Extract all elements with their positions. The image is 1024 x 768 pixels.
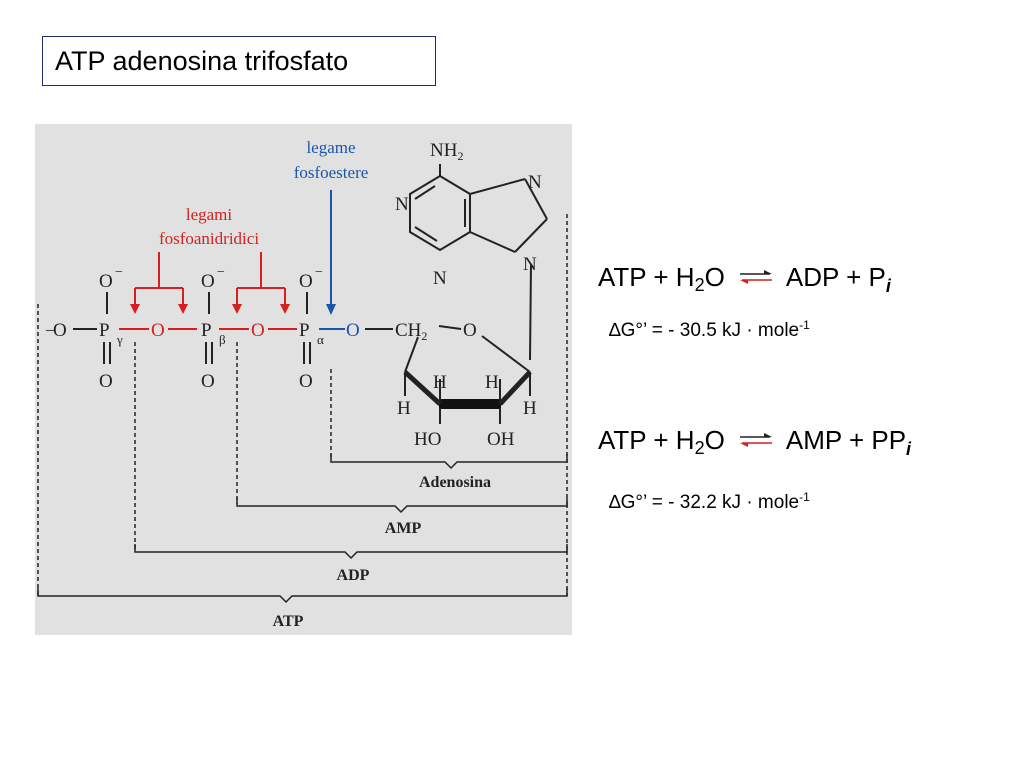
eq1-right: ADP + P xyxy=(785,262,886,292)
oh-group: OH xyxy=(487,429,515,450)
eq1-right-sub: i xyxy=(885,276,891,296)
p-beta: P xyxy=(201,320,212,341)
o-left: O xyxy=(53,320,67,341)
brackets xyxy=(37,214,568,604)
phosphate-chain: − O P γ O P β O P α O CH2 O − O − O − xyxy=(45,265,427,392)
ring-n-1: N xyxy=(395,194,409,215)
p-gamma: P xyxy=(99,320,110,341)
eq1-left: ATP + H xyxy=(598,262,695,292)
o-bottom-beta: O xyxy=(201,371,215,392)
greek-beta: β xyxy=(219,332,226,347)
label-legame: legame xyxy=(306,138,355,157)
o-red-1: O xyxy=(151,320,165,341)
o-bottom-alpha: O xyxy=(299,371,313,392)
label-fosfoanidridici: fosfoanidridici xyxy=(159,229,259,248)
greek-alpha: α xyxy=(317,332,324,347)
o-red-2: O xyxy=(251,320,265,341)
atp-structure-figure: legame fosfoestere legami fosfoanidridic… xyxy=(35,124,572,635)
ribose-ring xyxy=(403,325,532,424)
h-4: H xyxy=(523,398,537,419)
bracket-label-atp: ATP xyxy=(273,613,304,630)
atp-structure-svg: legame fosfoestere legami fosfoanidridic… xyxy=(37,138,568,630)
ring-n-9: N xyxy=(523,254,537,275)
h-2: H xyxy=(433,372,447,393)
nh2-group: NH2 xyxy=(430,140,463,163)
h-1: H xyxy=(397,398,411,419)
o-top-beta-sign: − xyxy=(217,265,225,280)
adenine-atoms: NH2 N N N N xyxy=(395,140,542,289)
page-title: ATP adenosina trifosfato xyxy=(42,36,436,86)
dg2-sup: -1 xyxy=(799,490,810,504)
anhydride-arrows xyxy=(130,252,290,314)
ester-arrow xyxy=(326,190,336,315)
label-legami: legami xyxy=(186,205,233,224)
dg1-sup: -1 xyxy=(799,318,810,332)
ribose-atoms: O H H H H HO OH xyxy=(397,320,537,450)
greek-gamma: γ xyxy=(116,332,123,347)
p-alpha: P xyxy=(299,320,310,341)
eq2-left: ATP + H xyxy=(598,425,695,455)
o-top-alpha: O xyxy=(299,271,313,292)
bracket-label-amp: AMP xyxy=(385,520,422,537)
dg1-text: ∆G°’ = - 30.5 kJ · mole xyxy=(609,320,800,341)
o-blue: O xyxy=(346,320,360,341)
delta-g-1: ∆G°’ = - 30.5 kJ · mole-1 xyxy=(609,318,810,342)
h-3: H xyxy=(485,372,499,393)
eq2-left-tail: O xyxy=(704,425,725,455)
o-top-alpha-sign: − xyxy=(315,265,323,280)
eq2-right: AMP + PP xyxy=(785,425,907,455)
ring-n-3: N xyxy=(433,268,447,289)
dg2-text: ∆G°’ = - 32.2 kJ · mole xyxy=(609,492,800,513)
ring-n-7: N xyxy=(528,172,542,193)
o-top-gamma-sign: − xyxy=(115,265,123,280)
o-bottom-gamma: O xyxy=(99,371,113,392)
o-top-beta: O xyxy=(201,271,215,292)
equilibrium-arrows-icon xyxy=(740,270,773,285)
ho-group: HO xyxy=(414,429,441,450)
eq2-sub: 2 xyxy=(694,438,705,458)
bracket-label-adenosina: Adenosina xyxy=(419,474,491,491)
ch2: CH2 xyxy=(395,320,427,343)
adenine-ring xyxy=(409,164,548,361)
equation-atp-adp: ATP + H2O ADP + Pi xyxy=(598,262,891,297)
ribose-o: O xyxy=(463,320,477,341)
label-fosfoestere: fosfoestere xyxy=(294,163,369,182)
eq1-left-tail: O xyxy=(704,262,725,292)
equation-atp-amp: ATP + H2O AMP + PPi xyxy=(598,425,911,460)
o-minus-left-sign: − xyxy=(45,321,55,340)
eq2-right-sub: i xyxy=(906,439,912,459)
delta-g-2: ∆G°’ = - 32.2 kJ · mole-1 xyxy=(609,490,810,514)
bracket-label-adp: ADP xyxy=(337,567,370,584)
equilibrium-arrows-icon xyxy=(740,433,773,448)
eq1-sub: 2 xyxy=(694,275,705,295)
o-top-gamma: O xyxy=(99,271,113,292)
